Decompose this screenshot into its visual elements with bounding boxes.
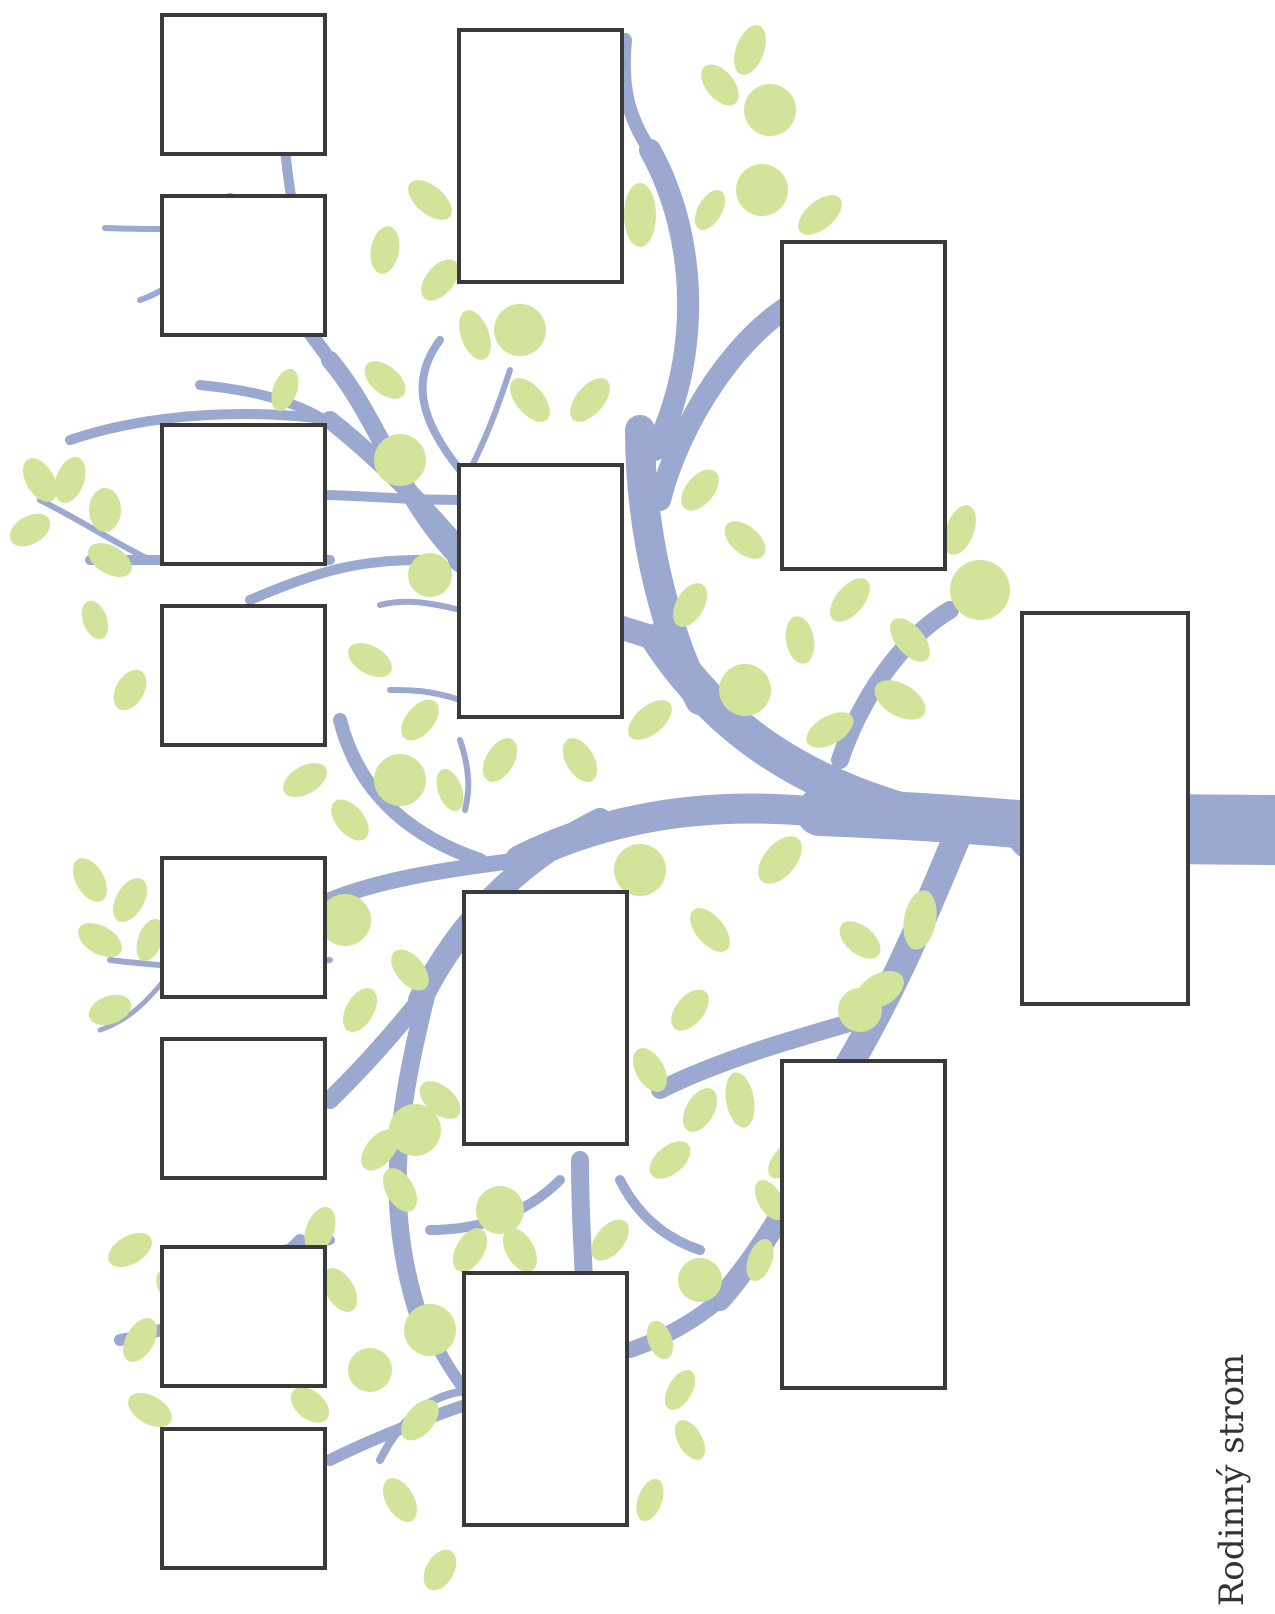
grandparent-box-1[interactable] <box>457 28 624 284</box>
great-grandparent-box-3[interactable] <box>160 423 327 566</box>
self-box[interactable] <box>1020 611 1190 1006</box>
great-grandparent-box-2[interactable] <box>160 194 327 337</box>
grandparent-box-4[interactable] <box>462 1271 629 1527</box>
parent-box-1[interactable] <box>780 240 947 571</box>
great-grandparent-box-8[interactable] <box>160 1427 327 1570</box>
great-grandparent-box-7[interactable] <box>160 1245 327 1388</box>
great-grandparent-box-5[interactable] <box>160 856 327 999</box>
parent-box-2[interactable] <box>780 1059 947 1390</box>
grandparent-box-2[interactable] <box>457 463 624 719</box>
great-grandparent-box-6[interactable] <box>160 1037 327 1180</box>
great-grandparent-box-1[interactable] <box>160 13 327 156</box>
great-grandparent-box-4[interactable] <box>160 604 327 747</box>
page-title: Rodinný strom <box>1212 1354 1252 1607</box>
grandparent-box-3[interactable] <box>462 890 629 1146</box>
